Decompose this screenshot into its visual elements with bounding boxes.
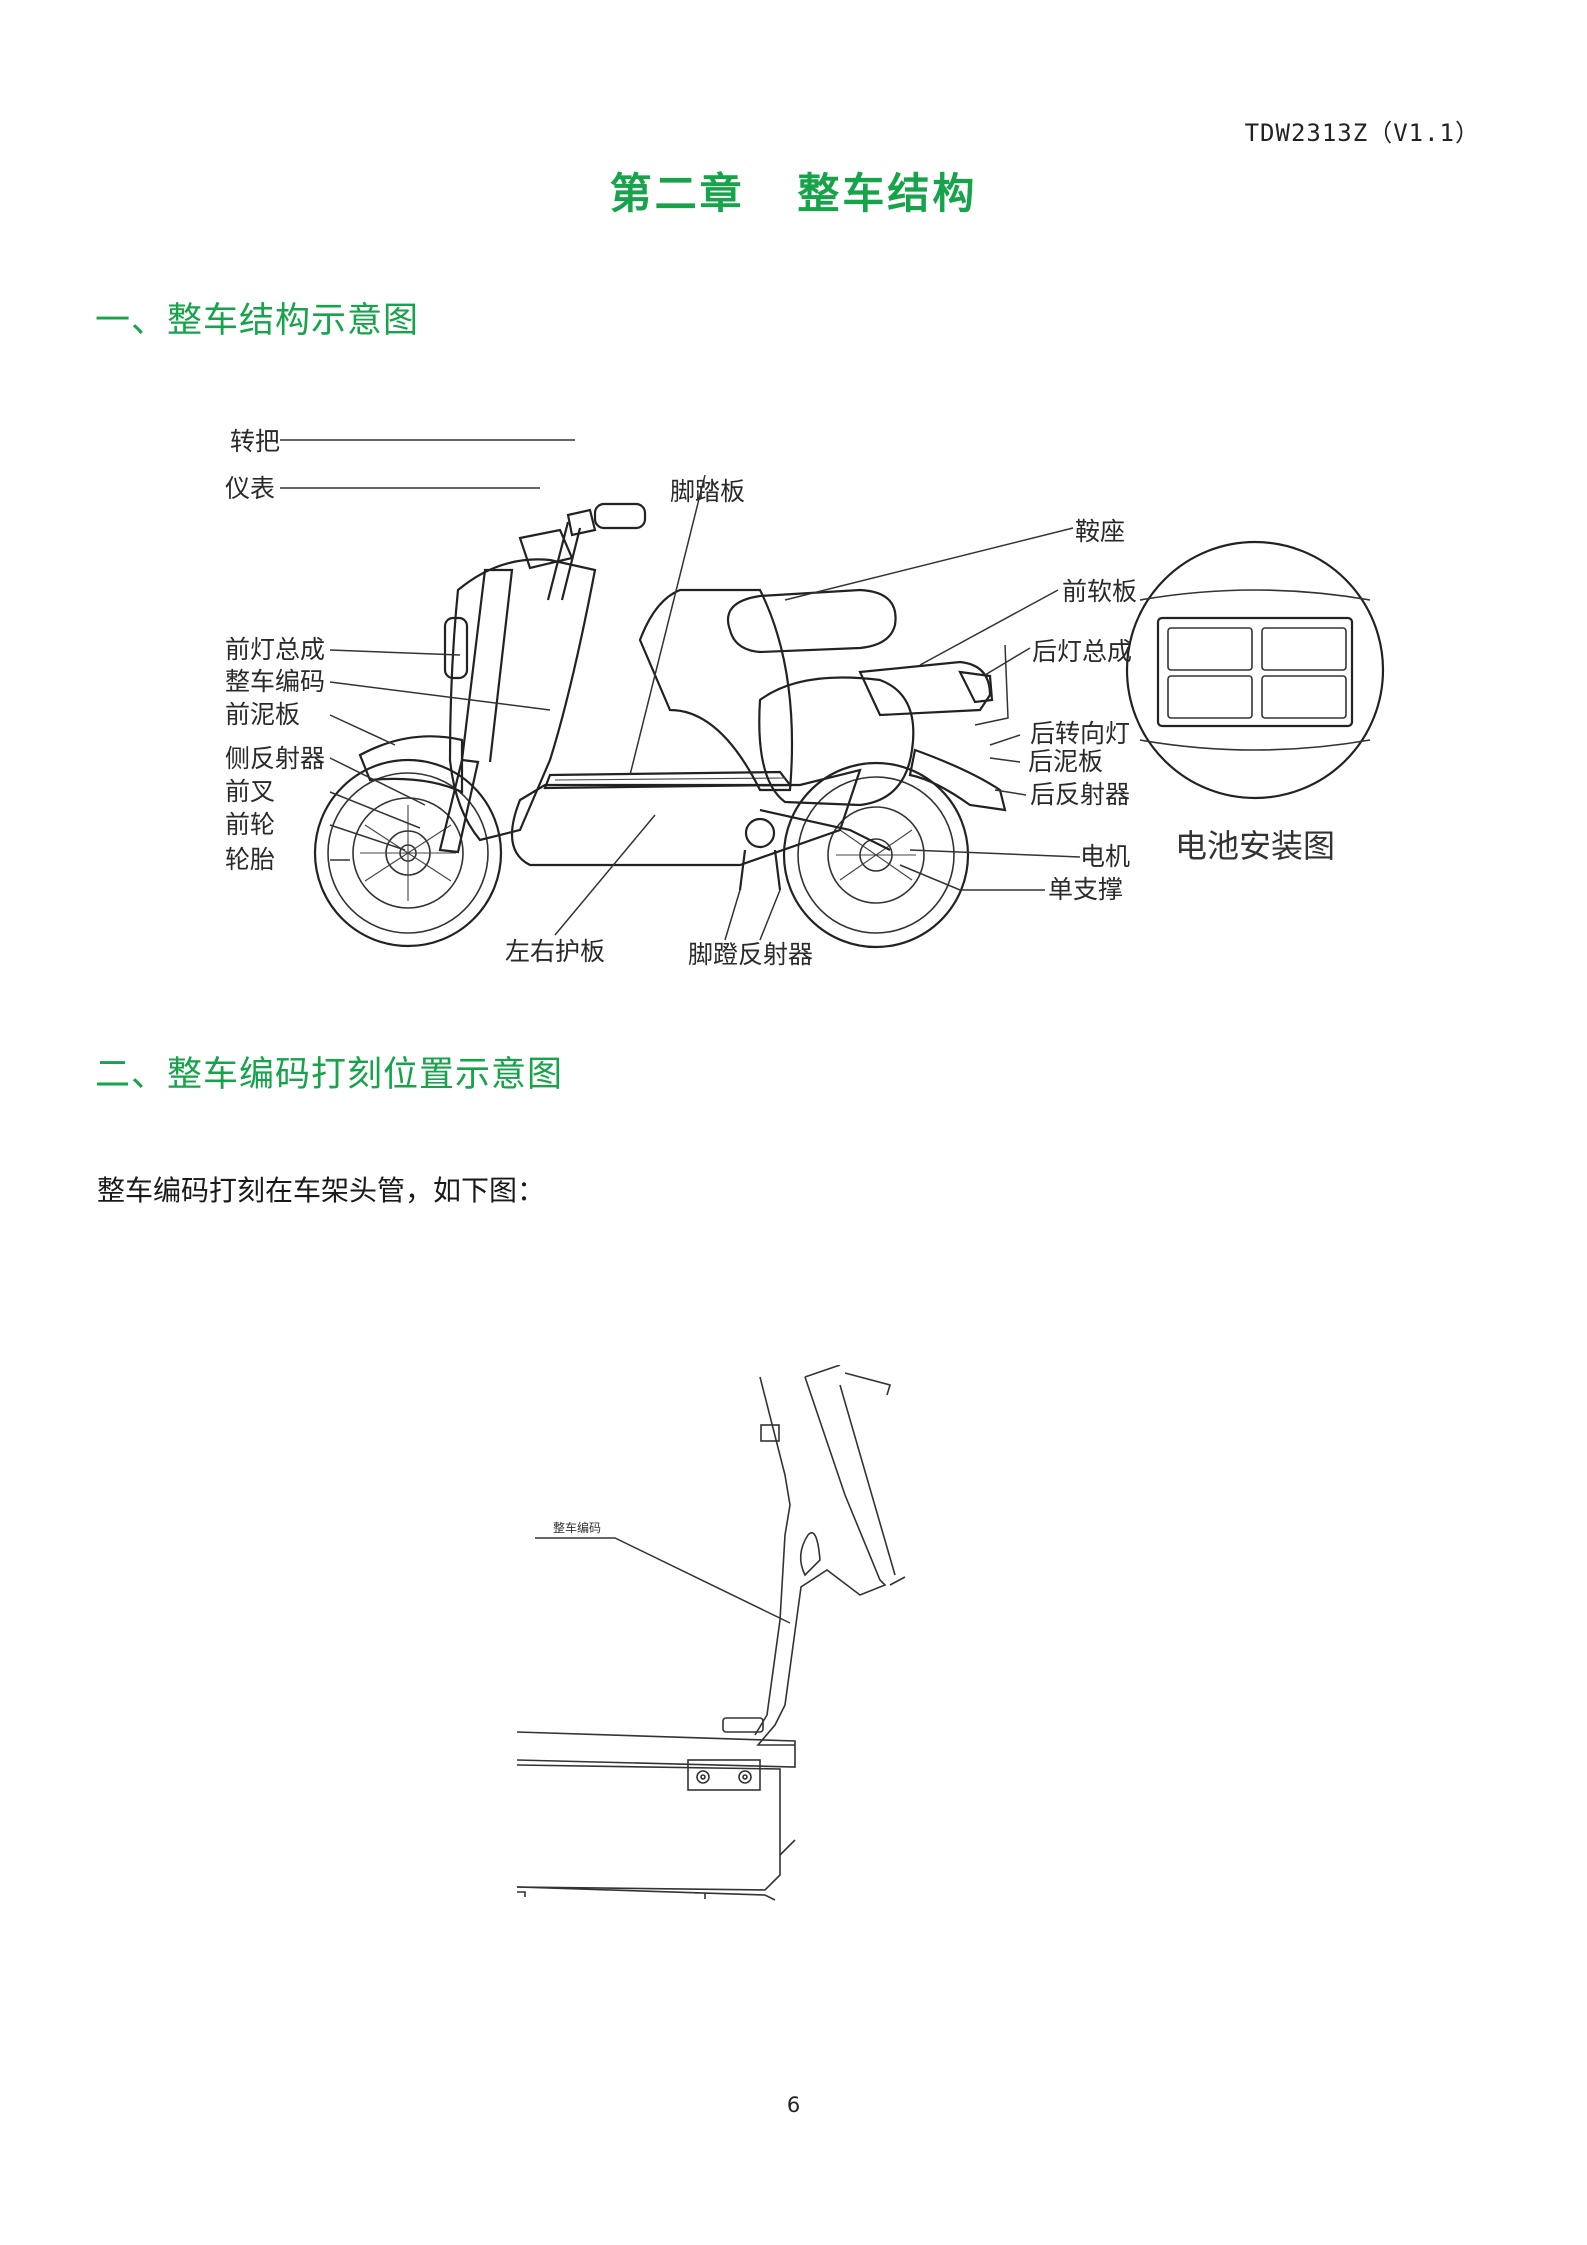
- label-side-reflector: 侧反射器: [225, 744, 325, 773]
- label-rear-light: 后灯总成: [1032, 637, 1132, 666]
- label-front-wheel: 前轮: [225, 810, 275, 839]
- label-rear-fender: 后泥板: [1028, 747, 1103, 776]
- label-headlight: 前灯总成: [225, 635, 325, 664]
- kickstand-pivot-drawing: [744, 817, 776, 849]
- battery-cover-drawing: [758, 676, 915, 807]
- frame-head-tube-diagram: 整车编码: [516, 1365, 906, 1901]
- battery-inset: [1125, 540, 1385, 800]
- swing-arm-drawing: [759, 808, 891, 851]
- label-front-fork: 前叉: [225, 777, 275, 806]
- leader-lines: [280, 439, 1081, 941]
- document-code: TDW2313Z（V1.1）: [1244, 119, 1480, 147]
- battery-caption: 电池安装图: [1175, 827, 1335, 865]
- rear-fender-drawing: [908, 748, 1007, 812]
- label-saddle: 鞍座: [1075, 517, 1125, 546]
- frame-drawing: [516, 1365, 906, 1901]
- rear-wheel-drawing: [782, 761, 970, 949]
- label-meter: 仪表: [225, 474, 275, 503]
- label-side-panels: 左右护板: [505, 937, 605, 966]
- vin-paragraph: 整车编码打刻在车架头管，如下图：: [97, 1174, 546, 1207]
- saddle-drawing: [727, 588, 897, 654]
- chapter-title: 第二章 整车结构: [609, 169, 978, 218]
- section-title-vin-position: 二、整车编码打刻位置示意图: [95, 1055, 564, 1095]
- handle-drawing: [566, 508, 597, 537]
- frame-label-vin: 整车编码: [553, 1520, 601, 1535]
- label-vin: 整车编码: [225, 667, 325, 696]
- pedal-drawing: [738, 849, 782, 891]
- page-number: 6: [786, 2093, 801, 2117]
- label-tire: 轮胎: [225, 845, 275, 874]
- seat-support-drawing: [638, 588, 794, 792]
- label-kickstand: 单支撑: [1048, 875, 1123, 904]
- label-front-soft-panel: 前软板: [1062, 577, 1137, 606]
- lower-body-drawing: [510, 768, 862, 867]
- rear-rack-drawing: [858, 660, 992, 717]
- label-front-fender: 前泥板: [225, 700, 300, 729]
- label-footboard: 脚踏板: [670, 477, 745, 506]
- headlight-drawing: [443, 616, 469, 680]
- label-rear-turn-light: 后转向灯: [1030, 719, 1130, 748]
- rear-light-drawing: [958, 670, 994, 704]
- front-fender-drawing: [358, 735, 464, 794]
- meter-drawing: [518, 528, 574, 570]
- label-handle: 转把: [230, 427, 280, 456]
- front-wheel-drawing: [313, 758, 503, 948]
- label-rear-reflector: 后反射器: [1030, 780, 1130, 809]
- scooter-structure-diagram: 转把 仪表 脚踏板 鞍座 前软板 后灯总成 前灯总成 整车编码 前泥板 侧反射器…: [225, 427, 1385, 969]
- section-title-structure: 一、整车结构示意图: [95, 301, 420, 341]
- label-pedal-reflector: 脚蹬反射器: [688, 940, 813, 969]
- label-motor: 电机: [1080, 842, 1130, 871]
- frame-label-leader: [535, 1537, 791, 1624]
